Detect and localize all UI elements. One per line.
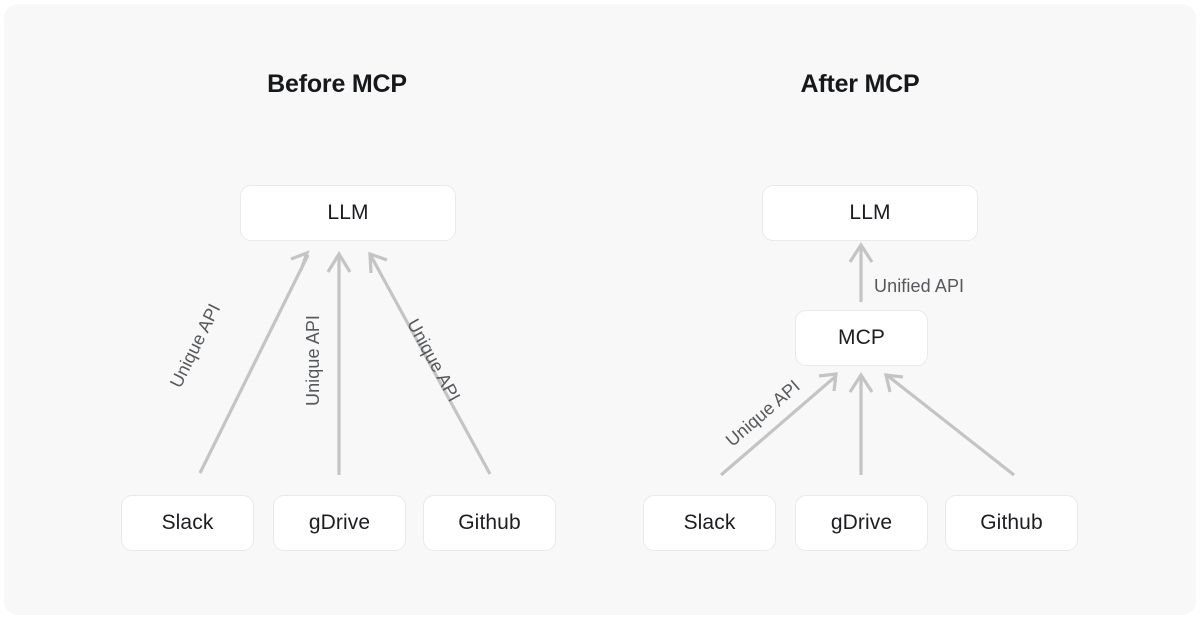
node-llm-before-label: LLM <box>327 201 369 224</box>
node-llm-after[interactable]: LLM <box>762 185 978 241</box>
node-gdrive-before-label: gDrive <box>308 511 371 534</box>
node-llm-before[interactable]: LLM <box>240 185 456 241</box>
edge-label-unified-api: Unified API <box>874 276 965 296</box>
after-mcp-heading: After MCP <box>800 70 920 98</box>
node-gdrive-before[interactable]: gDrive <box>273 495 406 551</box>
node-github-after[interactable]: Github <box>945 495 1078 551</box>
node-github-before-label: Github <box>458 511 521 534</box>
node-gdrive-after[interactable]: gDrive <box>795 495 928 551</box>
node-slack-before[interactable]: Slack <box>121 495 254 551</box>
node-github-after-label: Github <box>980 511 1043 534</box>
node-github-before[interactable]: Github <box>423 495 556 551</box>
node-mcp-label: MCP <box>838 326 885 349</box>
node-gdrive-after-label: gDrive <box>830 511 893 534</box>
node-slack-before-label: Slack <box>161 511 214 534</box>
node-slack-after-label: Slack <box>683 511 736 534</box>
before-mcp-heading: Before MCP <box>267 70 407 98</box>
node-llm-after-label: LLM <box>849 201 891 224</box>
edge-label-unique-api-left-2: Unique API <box>303 314 323 407</box>
node-mcp[interactable]: MCP <box>795 310 928 366</box>
node-slack-after[interactable]: Slack <box>643 495 776 551</box>
